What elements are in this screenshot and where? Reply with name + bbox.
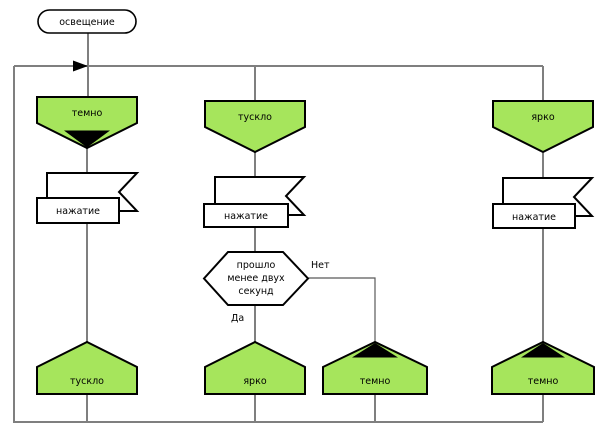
exit-state-col3-shape[interactable] xyxy=(491,340,595,395)
event-flag-col3[interactable]: нажатие xyxy=(492,177,595,229)
exit-state-col2-no-shape[interactable] xyxy=(322,340,428,395)
event-flag-col2[interactable]: нажатие xyxy=(203,176,307,228)
start-node-shape[interactable] xyxy=(37,9,137,34)
decision-line3: секунд xyxy=(238,286,274,297)
event-flag-col1-labelbox[interactable] xyxy=(36,197,120,224)
event-flag-col2-labelbox[interactable] xyxy=(203,203,289,228)
exit-state-col2-yes-label: ярко xyxy=(243,376,266,387)
decision-line1: прошло xyxy=(237,260,276,271)
event-flag-col1[interactable]: нажатие xyxy=(36,172,140,224)
entry-state-col3-label: ярко xyxy=(531,112,554,123)
start-node[interactable]: освещение xyxy=(37,9,137,34)
exit-state-col3-label: темно xyxy=(528,376,559,387)
event-flag-col3-labelbox[interactable] xyxy=(492,203,576,229)
decision-hexagon[interactable]: прошло менее двух секунд xyxy=(202,251,310,306)
entry-state-col1-label: темно xyxy=(72,108,103,119)
event-flag-col1-label: нажатие xyxy=(56,206,100,217)
state-marker-icon xyxy=(64,130,110,148)
entry-state-col1-shape[interactable] xyxy=(36,96,138,150)
branch-label-no: Нет xyxy=(311,260,330,271)
arrowhead-icon[interactable] xyxy=(73,60,88,72)
entry-state-col2-label: тускло xyxy=(238,112,272,123)
exit-state-col1-label: тускло xyxy=(70,376,104,387)
exit-state-col2-no[interactable]: темно xyxy=(322,340,428,395)
decision-line2: менее двух xyxy=(227,273,285,284)
event-flag-col2-label: нажатие xyxy=(224,211,268,222)
exit-state-col1-shape[interactable] xyxy=(36,340,138,395)
entry-state-col2-shape[interactable] xyxy=(204,100,306,154)
exit-state-col3[interactable]: темно xyxy=(491,340,595,395)
entry-state-col3-shape[interactable] xyxy=(492,100,594,154)
event-flag-col3-label: нажатие xyxy=(512,212,556,223)
start-node-label: освещение xyxy=(59,17,115,28)
decision-hexagon-shape[interactable] xyxy=(202,251,310,306)
exit-state-col2-yes[interactable]: ярко xyxy=(204,340,306,395)
branch-label-yes: Да xyxy=(231,313,244,324)
exit-state-col1[interactable]: тускло xyxy=(36,340,138,395)
exit-state-col2-yes-shape[interactable] xyxy=(204,340,306,395)
entry-state-col3[interactable]: ярко xyxy=(492,100,594,154)
state-marker-icon xyxy=(352,343,398,358)
state-marker-icon xyxy=(521,343,565,358)
entry-state-col1[interactable]: темно xyxy=(36,96,138,150)
connector-decision-no-branch[interactable] xyxy=(308,277,376,342)
connector-feedback-loop[interactable] xyxy=(13,66,543,423)
entry-state-col2[interactable]: тускло xyxy=(204,100,306,154)
exit-state-col2-no-label: темно xyxy=(360,376,391,387)
